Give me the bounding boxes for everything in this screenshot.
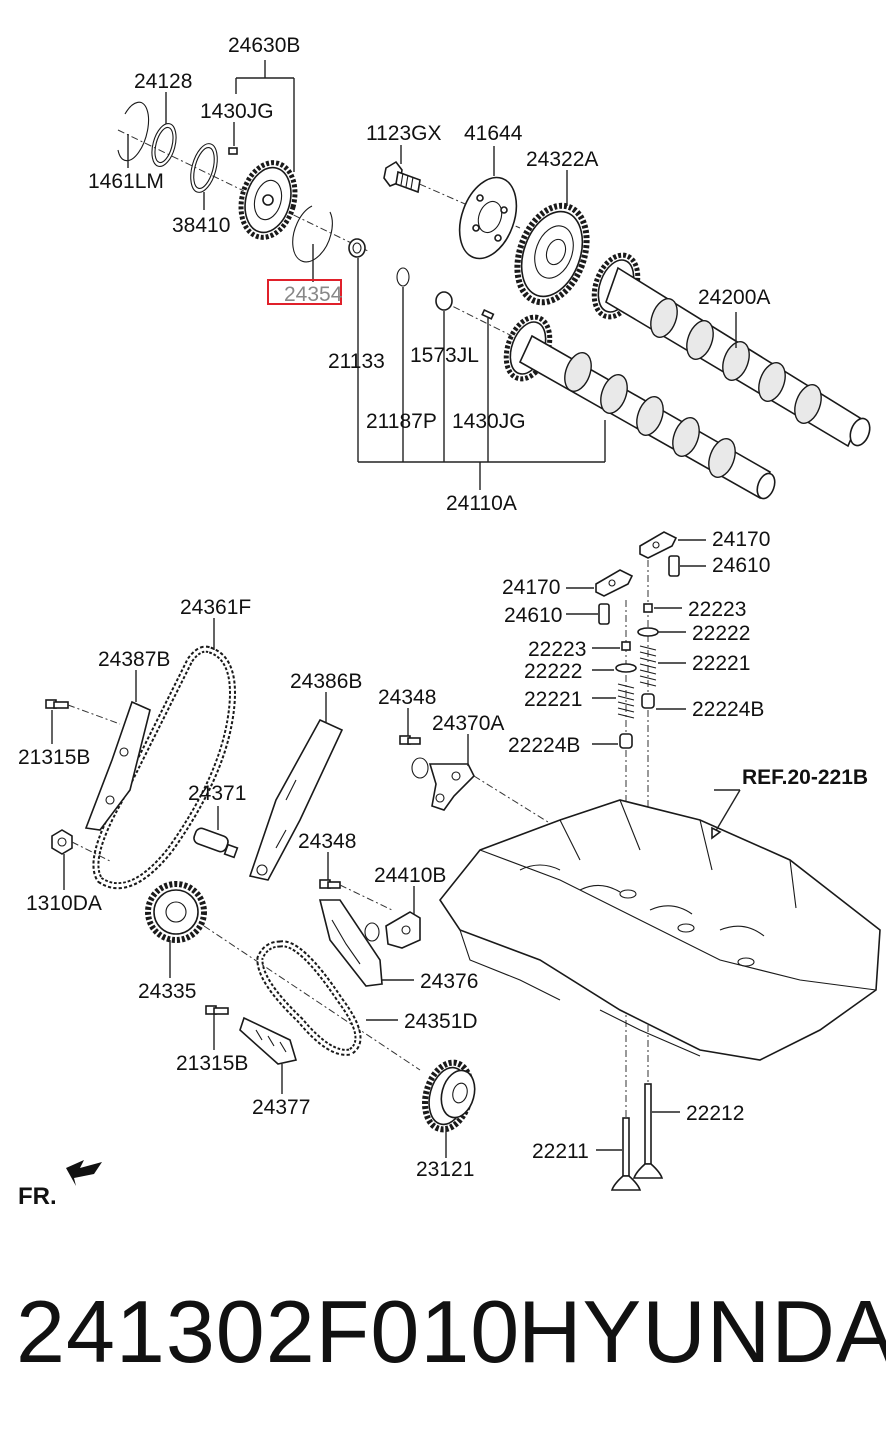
valve-spring-lower [617, 683, 635, 719]
label-41644: 41644 [464, 122, 523, 145]
brand-name: HYUNDAI [518, 1282, 886, 1381]
bolt-21315b-upper [45, 699, 121, 725]
pin-1430jg-lower [481, 309, 495, 320]
timing-chain-group [45, 618, 549, 1158]
label-22222-right: 22222 [692, 622, 750, 645]
sprocket-24630b [238, 160, 298, 240]
tensioner-24410b [364, 911, 421, 949]
label-22224b-left: 22224B [508, 734, 580, 757]
guide-24377 [239, 1016, 298, 1065]
label-24348-upper: 24348 [378, 686, 436, 709]
label-1123gx: 1123GX [366, 122, 442, 145]
label-24110a: 24110A [446, 492, 517, 515]
tensioner-24370a [411, 757, 549, 823]
label-21315b-lower: 21315B [176, 1052, 248, 1075]
label-24410b: 24410B [374, 864, 446, 887]
cylinder-head [439, 789, 881, 1061]
nut-1310da [51, 829, 73, 855]
label-ref-20-221b: REF.20-221B [742, 766, 868, 789]
label-front: FR. [18, 1183, 57, 1210]
label-22223-right: 22223 [688, 598, 746, 621]
front-arrow-icon [66, 1160, 102, 1186]
guide-24387b [84, 700, 151, 831]
label-24610-lower: 24610 [504, 604, 562, 627]
label-22211: 22211 [532, 1140, 589, 1163]
label-24370a: 24370A [432, 712, 504, 735]
o-ring-21187p [396, 267, 410, 287]
label-38410: 38410 [172, 214, 230, 237]
bolt-24348-lower [319, 879, 393, 911]
label-1430jg-upper: 1430JG [200, 100, 274, 123]
label-24386b: 24386B [290, 670, 362, 693]
lash-adjuster-upper [668, 555, 680, 577]
snap-ring-24354 [292, 205, 333, 263]
snap-ring-1461lm [117, 101, 150, 162]
label-24170-upper: 24170 [712, 528, 770, 551]
valve-22212 [632, 1083, 664, 1179]
tensioner-arm-24386b [248, 718, 344, 881]
sprocket-24322a [514, 202, 590, 306]
label-24351d: 24351D [404, 1010, 478, 1033]
rocker-arm-lower [595, 569, 634, 597]
label-22222-left: 22222 [524, 660, 582, 683]
label-24170-lower: 24170 [502, 576, 560, 599]
plug-21133 [348, 238, 366, 258]
bolt-21315b-lower [205, 1005, 229, 1015]
plug-1573jl [435, 291, 453, 311]
timing-parts-diagram: 24630B 24128 1430JG 1461LM 38410 24354 1… [18, 34, 881, 1210]
sprocket-24335 [145, 881, 207, 943]
label-24361f: 24361F [180, 596, 251, 619]
part-number: 241302F010 [16, 1282, 521, 1381]
label-22223-left: 22223 [528, 638, 586, 661]
label-24200a: 24200A [698, 286, 770, 309]
part-labels: 24630B 24128 1430JG 1461LM 38410 24354 1… [18, 34, 868, 1210]
camshaft-group [117, 60, 871, 500]
label-24610-upper: 24610 [712, 554, 770, 577]
label-23121: 23121 [416, 1158, 474, 1181]
label-22212: 22212 [686, 1102, 744, 1125]
lash-adjuster-lower [598, 603, 610, 625]
label-1573jl: 1573JL [410, 344, 479, 367]
camshaft-24200a [591, 252, 871, 448]
plate-41644 [458, 176, 518, 260]
label-24354: 24354 [284, 283, 343, 306]
label-22224b-right: 22224B [692, 698, 764, 721]
label-22221-left: 22221 [524, 688, 582, 711]
rocker-arm-upper [639, 531, 678, 559]
label-24387b: 24387B [98, 648, 170, 671]
bolt-1123gx [383, 160, 421, 194]
label-24348-lower: 24348 [298, 830, 356, 853]
camshaft-24110a [503, 314, 776, 500]
label-24371: 24371 [188, 782, 246, 805]
label-24630b: 24630B [228, 34, 300, 57]
label-22221-right: 22221 [692, 652, 750, 675]
sprocket-23121 [421, 1059, 476, 1133]
valve-22211 [610, 1117, 642, 1191]
label-21187p: 21187P [366, 410, 437, 433]
label-21133: 21133 [328, 350, 385, 373]
label-1430jg-lower: 1430JG [452, 410, 526, 433]
label-1310da: 1310DA [26, 892, 102, 915]
ring-38410 [190, 143, 218, 193]
label-24376: 24376 [420, 970, 478, 993]
label-24335: 24335 [138, 980, 196, 1003]
label-24128: 24128 [134, 70, 192, 93]
valve-spring-upper [639, 645, 657, 687]
pin-1430jg-upper [228, 147, 238, 155]
label-1461lm: 1461LM [88, 170, 164, 193]
bolt-24348-upper [399, 735, 421, 745]
bolt-24371 [193, 827, 239, 859]
label-24322a: 24322A [526, 148, 598, 171]
label-24377: 24377 [252, 1096, 310, 1119]
tensioner-arm-24376 [318, 899, 383, 987]
ring-24128 [151, 123, 177, 167]
highlight-box-24354 [267, 279, 342, 305]
label-21315b-upper: 21315B [18, 746, 90, 769]
